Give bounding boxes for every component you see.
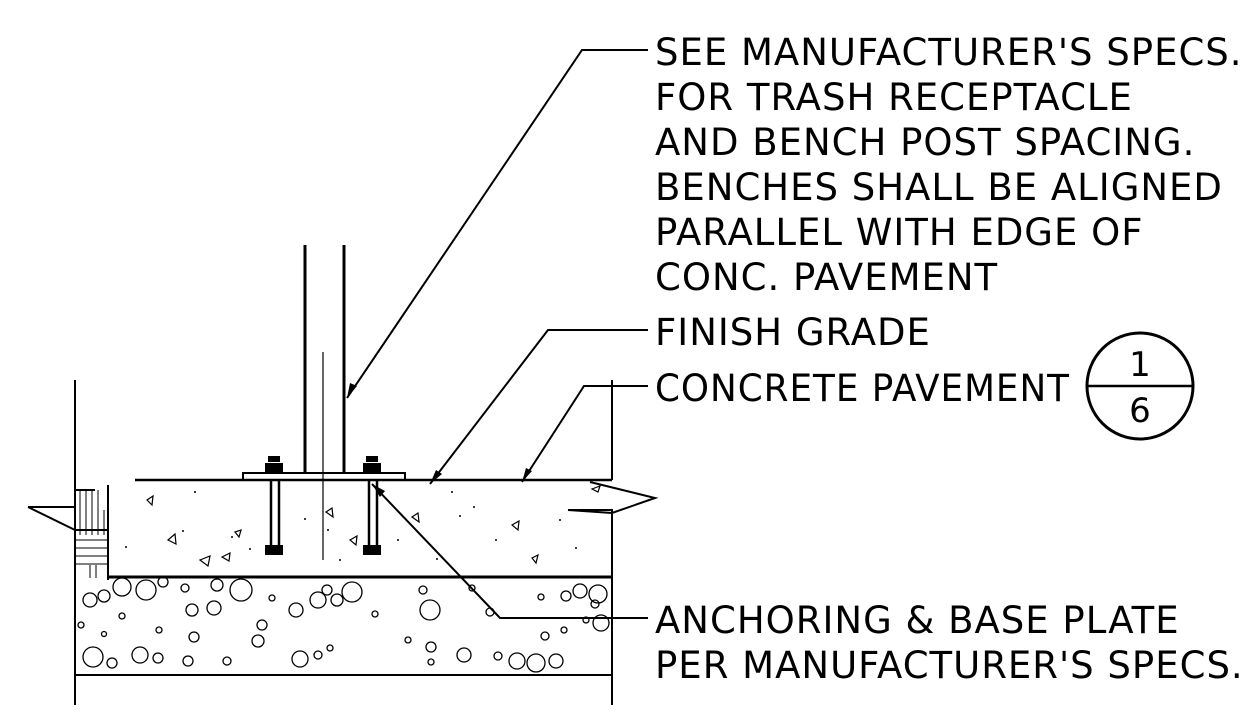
anchoring-note-line-1: ANCHORING & BASE PLATE xyxy=(655,599,1180,642)
spec-note-line-2: FOR TRASH RECEPTACLE xyxy=(655,76,1133,119)
anchoring-note-line-2: PER MANUFACTURER'S SPECS. xyxy=(655,644,1244,687)
spec-note-line-1: SEE MANUFACTURER'S SPECS. xyxy=(655,31,1243,74)
anchor-bolt-left xyxy=(265,456,283,555)
base-plate xyxy=(242,472,406,481)
leader-lines xyxy=(346,49,648,619)
spec-note-line-4: BENCHES SHALL BE ALIGNED xyxy=(655,166,1223,209)
leader-arrowheads xyxy=(347,383,532,497)
concrete-pavement-label: CONCRETE PAVEMENT xyxy=(655,367,1070,410)
finish-grade-label: FINISH GRADE xyxy=(655,311,931,354)
spec-note: SEE MANUFACTURER'S SPECS. FOR TRASH RECE… xyxy=(655,31,1243,299)
leader-finish-grade xyxy=(429,329,648,485)
spec-note-line-5: PARALLEL WITH EDGE OF xyxy=(655,211,1144,254)
curb-wall xyxy=(27,380,109,705)
leader-specs xyxy=(346,49,648,399)
detail-number: 1 xyxy=(1129,345,1151,385)
anchoring-note: ANCHORING & BASE PLATE PER MANUFACTURER'… xyxy=(655,599,1244,687)
detail-callout-bubble: 1 6 xyxy=(1085,331,1195,441)
anchor-bolt-right xyxy=(363,456,381,555)
aggregate-base xyxy=(75,576,613,705)
leader-anchoring xyxy=(371,483,648,619)
sheet-number: 6 xyxy=(1129,391,1151,431)
spec-note-line-6: CONC. PAVEMENT xyxy=(655,256,998,299)
leader-concrete-pavement xyxy=(521,385,648,483)
spec-note-line-3: AND BENCH POST SPACING. xyxy=(655,121,1195,164)
bench-post xyxy=(303,245,346,560)
